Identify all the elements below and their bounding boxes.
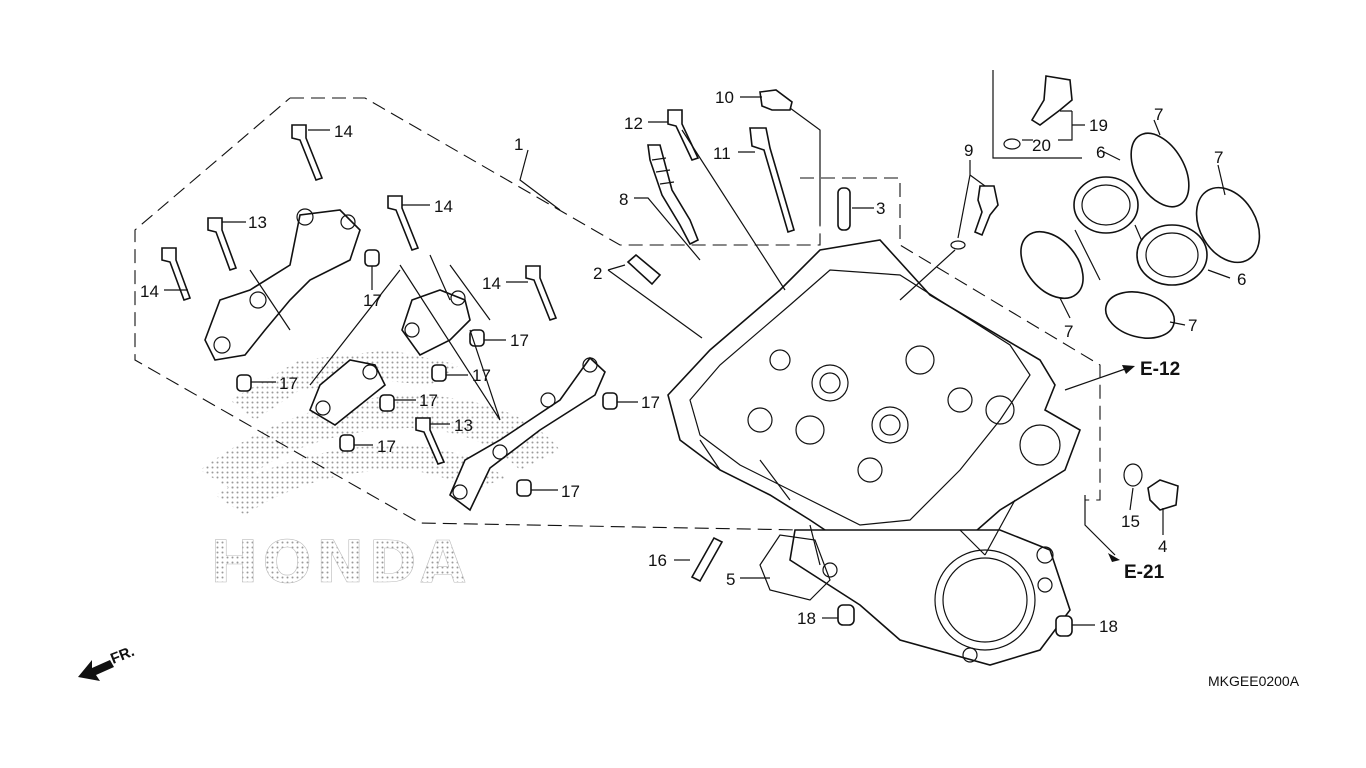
watermark-text: HONDA	[210, 528, 469, 596]
insulators-and-clamps	[1020, 132, 1261, 339]
bolt-11	[749, 127, 795, 234]
callout-16: 16	[648, 551, 667, 570]
dowel-pin-2	[626, 253, 662, 286]
honda-watermark-logo: HONDA	[200, 350, 560, 596]
callout-8: 8	[619, 190, 628, 209]
reference-e21: E-21	[1124, 562, 1165, 583]
callout-9: 9	[964, 141, 973, 160]
callout-7a: 7	[1154, 105, 1163, 124]
callout-17f: 17	[377, 437, 396, 456]
callout-18b: 18	[1099, 617, 1118, 636]
callout-1: 1	[514, 135, 523, 154]
washer-15	[1123, 463, 1143, 487]
dowel-pin-18b	[1055, 615, 1073, 637]
callout-labels: 1 2 3 4 5 6 6 7 7 7 7 8 9 10 11 12 13 13…	[140, 88, 1246, 636]
stud-16	[690, 536, 724, 583]
sensor-9	[950, 185, 999, 250]
callout-18a: 18	[797, 609, 816, 628]
callout-2: 2	[593, 264, 602, 283]
spark-plug	[647, 144, 700, 246]
callout-13b: 13	[454, 416, 473, 435]
cover-gasket	[759, 534, 831, 601]
bolt-10	[759, 89, 793, 111]
callout-17d: 17	[279, 374, 298, 393]
diagram-code: MKGEE0200A	[1208, 673, 1300, 689]
reference-e12: E-12	[1140, 359, 1180, 380]
callout-7c: 7	[1064, 322, 1073, 341]
camshaft-holder-group	[161, 124, 618, 512]
dowel-pin-18a	[837, 604, 855, 626]
head-gasket	[789, 529, 1071, 666]
callout-12: 12	[624, 114, 643, 133]
callout-14d: 14	[482, 274, 501, 293]
callout-14a: 14	[334, 122, 353, 141]
sensor-19	[1003, 75, 1073, 150]
callout-17h: 17	[561, 482, 580, 501]
callout-3: 3	[876, 199, 885, 218]
callout-7b: 7	[1214, 148, 1223, 167]
callout-6a: 6	[1096, 143, 1105, 162]
callout-19: 19	[1089, 116, 1108, 135]
callout-15: 15	[1121, 512, 1140, 531]
callout-4: 4	[1158, 537, 1167, 556]
callout-17g: 17	[641, 393, 660, 412]
callout-10: 10	[715, 88, 734, 107]
plug-4	[1147, 479, 1179, 511]
callout-7d: 7	[1188, 316, 1197, 335]
detail-box	[992, 70, 1082, 159]
callout-14c: 14	[140, 282, 159, 301]
cylinder-head-body	[667, 239, 1081, 566]
callout-13a: 13	[248, 213, 267, 232]
callout-5: 5	[726, 570, 735, 589]
callout-11: 11	[713, 144, 731, 163]
front-label: FR.	[108, 643, 137, 668]
callout-17a: 17	[363, 291, 382, 310]
front-direction-indicator: FR.	[78, 643, 137, 681]
leader-lines	[164, 96, 1231, 626]
front-arrow-icon	[78, 660, 114, 681]
callout-6b: 6	[1237, 270, 1246, 289]
callout-17e: 17	[419, 391, 438, 410]
bolt-12	[667, 109, 700, 161]
callout-17c: 17	[472, 366, 491, 385]
callout-20: 20	[1032, 136, 1051, 155]
callout-14b: 14	[434, 197, 453, 216]
callout-17b: 17	[510, 331, 529, 350]
dowel-pin-3	[837, 187, 851, 231]
